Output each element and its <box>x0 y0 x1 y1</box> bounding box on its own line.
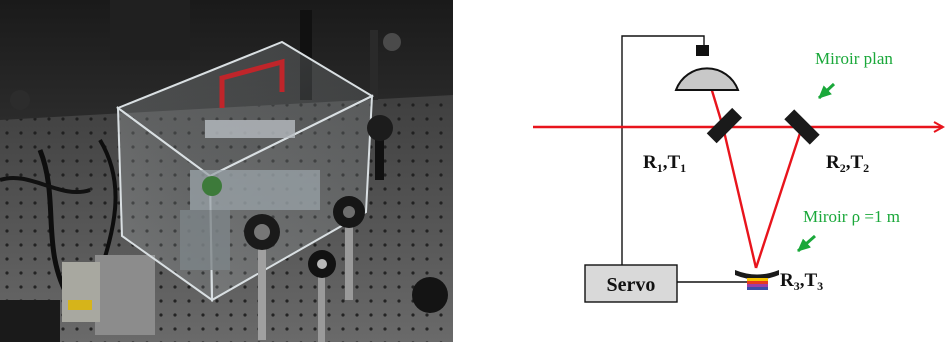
servo-to-detector-wire <box>621 35 705 265</box>
flat-mirror-1 <box>706 107 743 144</box>
photodetector <box>674 45 740 91</box>
cavity-diagram: Servo R1,T1 R2,T2 R3,T3 Miroir plan Miro… <box>533 35 948 303</box>
curved-mirror-arrow <box>797 234 816 253</box>
mirror-2-label: R2,T2 <box>826 152 869 175</box>
mirror-3-label: R3,T3 <box>780 270 823 293</box>
mirror-1-label: R1,T1 <box>643 152 686 175</box>
servo-label: Servo <box>607 274 656 296</box>
curved-mirror <box>735 270 779 290</box>
flat-mirror-annotation: Miroir plan <box>815 49 893 68</box>
curved-mirror-annotation: Miroir ρ =1 m <box>803 207 900 226</box>
cavity-beam-left-leg <box>721 126 758 269</box>
cavity-beam-right-leg <box>754 126 804 269</box>
flat-mirror-2 <box>784 109 820 145</box>
servo-box <box>584 264 678 303</box>
flat-mirror-arrow <box>817 82 836 100</box>
lab-setup-photo <box>0 0 453 342</box>
